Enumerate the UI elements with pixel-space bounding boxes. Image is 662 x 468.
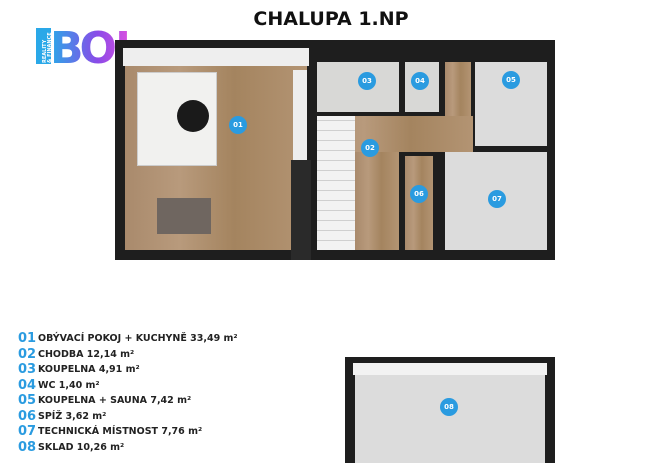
legend-number: 05: [18, 393, 37, 409]
page-title: CHALUPA 1.NP: [253, 8, 409, 30]
svg-text:REALITY: REALITY: [42, 39, 48, 63]
legend-number: 03: [18, 362, 37, 378]
legend-label: SPÍŽ 3,62 m²: [38, 410, 107, 422]
legend-label: TECHNICKÁ MÍSTNOST 7,76 m²: [38, 426, 203, 438]
legend-number: 07: [18, 424, 37, 440]
room-number-07: 07: [488, 190, 506, 208]
room-08: [355, 375, 545, 463]
floor-plan-ground: 01 02 03 04 05 06 07: [115, 40, 555, 260]
dining-table: [157, 198, 211, 234]
room-03: [317, 62, 399, 112]
legend-number: 06: [18, 408, 37, 424]
legend-label: KOUPELNA 4,91 m²: [38, 364, 140, 376]
floor-plan-storage: 08: [345, 357, 555, 463]
room-number-08: 08: [440, 398, 458, 416]
svg-text:& FINANCE: & FINANCE: [47, 32, 53, 63]
room-number-05: 05: [502, 71, 520, 89]
staircase: [317, 116, 355, 250]
room-06: [405, 156, 433, 250]
legend-label: SKLAD 10,26 m²: [38, 441, 125, 453]
room-number-01: 01: [229, 116, 247, 134]
legend-number: 01: [18, 331, 37, 347]
legend-label: WC 1,40 m²: [38, 379, 100, 391]
room-number-06: 06: [410, 185, 428, 203]
legend-number: 02: [18, 346, 37, 362]
legend-label: CHODBA 12,14 m²: [38, 348, 135, 360]
room-number-02: 02: [361, 139, 379, 157]
legend-label: OBÝVACÍ POKOJ + KUCHYNĚ 33,49 m²: [38, 333, 238, 345]
room-number-04: 04: [411, 72, 429, 90]
room-number-03: 03: [358, 72, 376, 90]
coffee-table: [177, 100, 209, 132]
legend-label: KOUPELNA + SAUNA 7,42 m²: [38, 395, 192, 407]
legend-number: 04: [18, 377, 37, 393]
legend-number: 08: [18, 439, 37, 455]
